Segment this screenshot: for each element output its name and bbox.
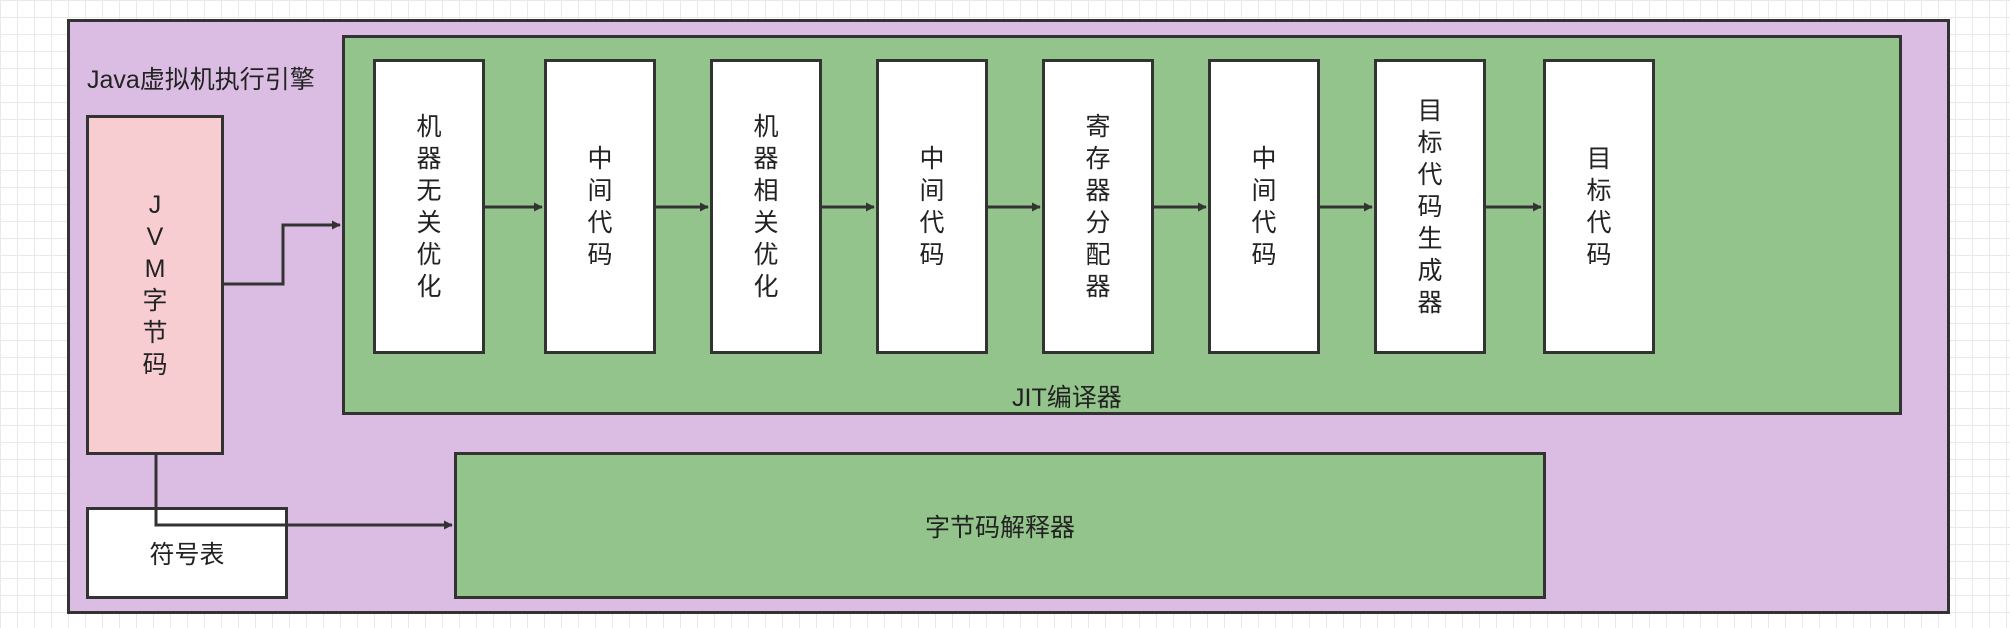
stage-label: 中间代码 xyxy=(919,144,945,269)
stage-target-code-generator: 目标代码生成器 xyxy=(1374,59,1486,354)
bytecode-interpreter-label: 字节码解释器 xyxy=(924,513,1075,542)
stage-intermediate-code-3: 中间代码 xyxy=(1208,59,1320,354)
jvm-bytecode-label: JVM字节码 xyxy=(142,191,168,379)
symbol-table-label: 符号表 xyxy=(149,541,225,569)
bytecode-interpreter-box: 字节码解释器 xyxy=(454,452,1546,599)
stage-label: 目标代码 xyxy=(1586,144,1612,269)
symbol-table-box: 符号表 xyxy=(86,507,288,599)
stage-label: 中间代码 xyxy=(1251,144,1277,269)
stage-target-code: 目标代码 xyxy=(1543,59,1655,354)
stage-register-allocator: 寄存器分配器 xyxy=(1042,59,1154,354)
stage-machine-independent-optimization: 机器无关优化 xyxy=(373,59,485,354)
stage-label: 目标代码生成器 xyxy=(1417,96,1443,317)
execution-engine-label: Java虚拟机执行引擎 xyxy=(87,66,315,94)
stage-label: 机器无关优化 xyxy=(416,112,442,301)
stage-label: 寄存器分配器 xyxy=(1085,112,1111,301)
jit-compiler-label: JIT编译器 xyxy=(1012,384,1122,412)
stage-label: 机器相关优化 xyxy=(753,112,779,301)
jvm-bytecode-box: JVM字节码 xyxy=(86,115,224,455)
stage-label: 中间代码 xyxy=(587,144,613,269)
stage-intermediate-code-2: 中间代码 xyxy=(876,59,988,354)
stage-intermediate-code-1: 中间代码 xyxy=(544,59,656,354)
stage-machine-dependent-optimization: 机器相关优化 xyxy=(710,59,822,354)
